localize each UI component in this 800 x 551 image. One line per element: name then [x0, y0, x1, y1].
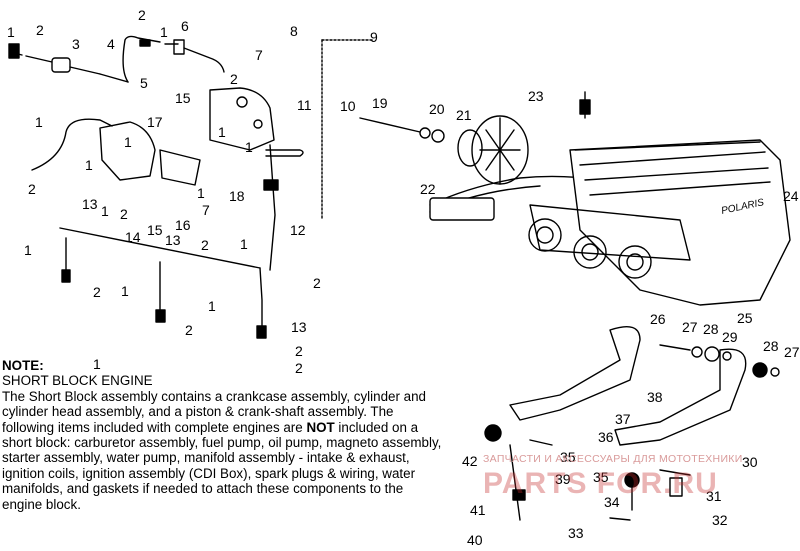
callout-c-21: 21	[456, 107, 472, 123]
callout-c-35a: 35	[560, 449, 576, 465]
callout-c-31: 31	[706, 488, 722, 504]
callout-c-1g: 1	[245, 139, 253, 155]
callout-c-4: 4	[107, 36, 115, 52]
callout-c-5: 5	[140, 75, 148, 91]
line-art	[8, 35, 791, 521]
callout-c-2a: 2	[36, 22, 44, 38]
callout-c-15a: 15	[175, 90, 191, 106]
watermark: ЗАПЧАСТИ И АКСЕССУАРЫ ДЛЯ МОТОТЕХНИКИ PA…	[483, 453, 783, 513]
watermark-brand: PARTS FOR.RU	[483, 467, 718, 500]
callout-c-2d: 2	[28, 181, 36, 197]
callout-c-12: 12	[290, 222, 306, 238]
callout-c-2c: 2	[230, 71, 238, 87]
callout-c-18: 18	[229, 188, 245, 204]
callout-c-17: 17	[147, 114, 163, 130]
callout-c-15b: 15	[147, 222, 163, 238]
callout-c-1h: 1	[197, 185, 205, 201]
callout-c-13c: 13	[291, 319, 307, 335]
callout-c-33: 33	[568, 525, 584, 541]
callout-c-1k: 1	[240, 236, 248, 252]
callout-c-8: 8	[290, 23, 298, 39]
callout-c-2b: 2	[138, 7, 146, 23]
callout-c-13a: 13	[82, 196, 98, 212]
callout-c-32: 32	[712, 512, 728, 528]
note-body-bold: NOT	[306, 419, 335, 435]
callout-c-2g: 2	[93, 284, 101, 300]
watermark-tagline: ЗАПЧАСТИ И АКСЕССУАРЫ ДЛЯ МОТОТЕХНИКИ	[483, 453, 743, 465]
callout-c-1a: 1	[7, 24, 15, 40]
callout-c-22: 22	[420, 181, 436, 197]
callout-c-42: 42	[462, 453, 478, 469]
callout-c-2h: 2	[313, 275, 321, 291]
callout-c-13b: 13	[165, 232, 181, 248]
callout-c-20: 20	[429, 101, 445, 117]
callout-c-30: 30	[742, 454, 758, 470]
callout-c-11: 11	[297, 97, 312, 113]
callout-c-2k: 2	[295, 360, 303, 376]
callout-c-10: 10	[340, 98, 356, 114]
callout-c-23: 23	[528, 88, 544, 104]
callout-c-1j: 1	[24, 242, 32, 258]
callout-c-16: 16	[175, 217, 191, 233]
callout-c-24: 24	[783, 188, 799, 204]
callout-c-2e: 2	[120, 206, 128, 222]
callout-c-1l: 1	[121, 283, 129, 299]
callout-c-25: 25	[737, 310, 753, 326]
callout-c-27a: 27	[682, 319, 698, 335]
callout-c-6: 6	[181, 18, 189, 34]
callout-c-41: 41	[470, 502, 486, 518]
callout-c-1b: 1	[160, 24, 168, 40]
callout-c-1e: 1	[85, 157, 93, 173]
callout-c-29: 29	[722, 329, 738, 345]
callout-c-2i: 2	[185, 322, 193, 338]
note-body: The Short Block assembly contains a cran…	[2, 389, 441, 512]
callout-c-1c: 1	[35, 114, 43, 130]
callout-c-28b: 28	[763, 338, 779, 354]
note-subtitle: SHORT BLOCK ENGINE	[2, 373, 153, 389]
callout-c-38: 38	[647, 389, 663, 405]
callout-c-7b: 7	[202, 202, 210, 218]
callout-c-1n: 1	[93, 356, 101, 372]
callout-c-1d: 1	[124, 134, 132, 150]
note-body-part2: included on a short block: carburetor as…	[2, 419, 442, 512]
callout-c-14: 14	[125, 229, 141, 245]
callout-c-28a: 28	[703, 321, 719, 337]
note-body-part1: The Short Block assembly contains a cran…	[2, 388, 426, 435]
callout-c-35b: 35	[593, 469, 609, 485]
callout-c-37: 37	[615, 411, 631, 427]
callout-c-27b: 27	[784, 344, 800, 360]
callout-c-40: 40	[467, 532, 483, 548]
callout-c-36: 36	[598, 429, 614, 445]
short-block-note: NOTE: SHORT BLOCK ENGINE The Short Block…	[2, 358, 442, 512]
callout-c-1m: 1	[208, 298, 216, 314]
callout-c-3: 3	[72, 36, 80, 52]
callout-c-2f: 2	[201, 237, 209, 253]
callout-c-1f: 1	[218, 124, 226, 140]
callout-c-19: 19	[372, 95, 388, 111]
callout-c-34: 34	[604, 494, 620, 510]
callout-c-26: 26	[650, 311, 666, 327]
callout-c-2j: 2	[295, 343, 303, 359]
callout-c-7a: 7	[255, 47, 263, 63]
note-title: NOTE:	[2, 358, 44, 373]
callout-c-39: 39	[555, 471, 571, 487]
callout-c-1i: 1	[101, 203, 109, 219]
callout-c-9: 9	[370, 29, 378, 45]
